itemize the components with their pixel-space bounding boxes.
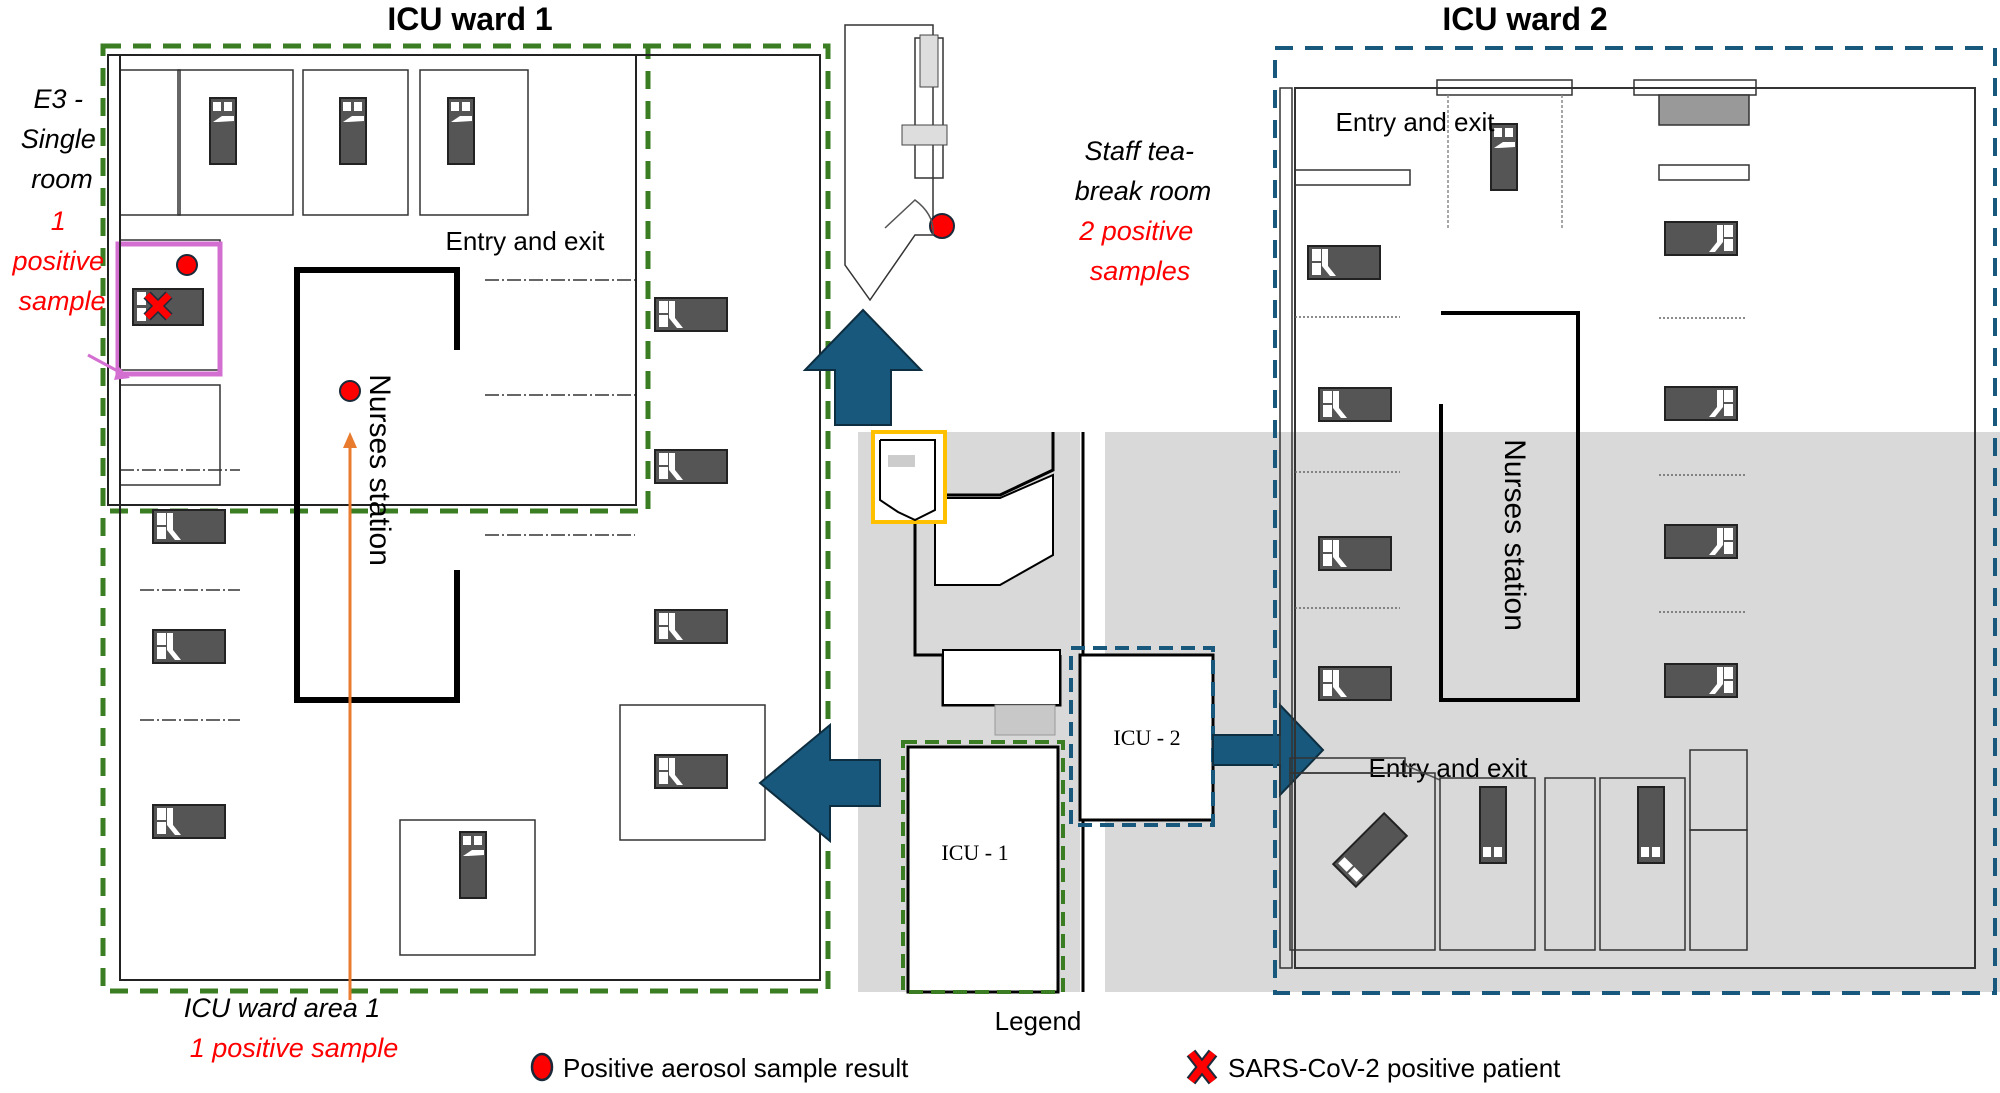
area-label: ICU ward area 1 [184,993,381,1023]
single-room-pointer-arrowhead [114,366,130,380]
table [901,124,948,146]
area-result: 1 positive sample [190,1033,399,1063]
bed [1490,123,1518,191]
nurses-station-label: Nurses station [1498,439,1531,631]
site-plan: ICU - 1 ICU - 2 [858,430,2000,994]
legend: Legend Positive aerosol sample result SA… [530,1006,1561,1085]
tea-room-result-line: 2 positive [1078,216,1193,246]
ward2-dashed-border [1273,46,1997,995]
single-room-result: 1 positive sample [11,206,111,316]
ward1-wall [119,54,821,981]
up-arrow [802,308,924,426]
red-dot-icon [530,1052,554,1082]
sars-cov-2-positive-patient-icon [143,291,173,321]
bed [1318,387,1392,422]
single-room-result-line: sample [18,286,105,316]
tea-room-result-line: samples [1090,256,1191,286]
nurses-station-wall [294,267,460,703]
icu-ward-1: Nurses station Entry and exit [100,43,766,956]
entry-exit-label: Entry and exit [446,226,606,256]
bed [654,609,728,644]
tea-room-location-highlight [871,430,947,524]
bed [1307,245,1381,280]
bed [447,97,475,165]
bed [1479,786,1507,864]
bed [209,97,237,165]
bed [654,297,728,332]
icu1-label: ICU - 1 [941,840,1008,865]
icu2-label: ICU - 2 [1113,725,1180,750]
bed [654,449,728,484]
bed [1664,221,1738,256]
bed [1664,386,1738,421]
bed [1637,786,1665,864]
positive-sample-dot [339,380,361,402]
bed [459,831,487,899]
nurses-station-wall [1439,311,1580,702]
ward2-outer-wall [1294,87,1976,969]
tea-room-label-line: break room [1075,176,1212,206]
area-pointer-arrowhead [343,432,357,448]
icu-ward-2: Entry and exit Nurses station Entry and … [1273,46,1997,995]
single-room-label: E3 - Single room [21,84,104,194]
single-room-label-line: room [31,164,93,194]
bed [152,629,226,664]
left-arrow [758,722,881,844]
bed [1664,663,1738,698]
nurses-station-label: Nurses station [363,374,396,566]
bed [1664,524,1738,559]
tea-room-label: Staff tea- break room [1075,136,1212,206]
bed [1318,536,1392,571]
positive-sample-dot [929,213,955,239]
entry-exit-top-label: Entry and exit [1336,107,1496,137]
tea-room-label-line: Staff tea- [1084,136,1194,166]
single-room-result-line: 1 [51,206,66,236]
bed [152,509,226,544]
tea-room-result: 2 positive samples [1078,216,1201,286]
red-x-icon [1186,1049,1218,1085]
single-room-highlight [115,241,223,377]
bed [654,754,728,789]
legend-item-label: SARS-CoV-2 positive patient [1228,1053,1561,1083]
bed [1318,666,1392,701]
staff-tea-room [844,24,955,302]
legend-title: Legend [995,1006,1082,1036]
table [919,34,939,88]
legend-item-label: Positive aerosol sample result [563,1053,909,1083]
door-swing [884,199,934,236]
ward1-area-border [100,43,831,994]
icu1-dashed-highlight [901,740,1065,994]
single-room-result-line: positive [11,246,104,276]
bed [339,97,367,165]
single-room-label-line: E3 - [33,84,83,114]
positive-sample-dot [176,254,198,276]
bed [1331,811,1409,889]
bed [152,804,226,839]
single-room-label-line: Single [21,124,96,154]
ward1-title: ICU ward 1 [387,1,552,37]
ward2-title: ICU ward 2 [1442,1,1607,37]
